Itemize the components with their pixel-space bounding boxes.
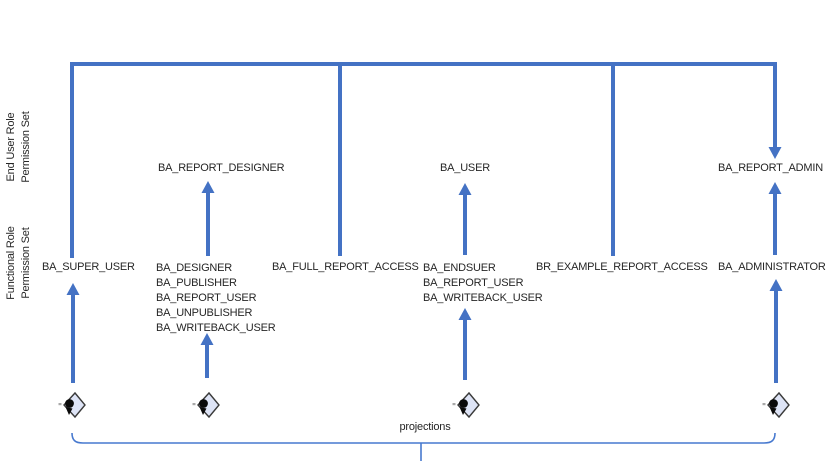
arrowhead-up-report-designer (201, 181, 215, 193)
arrowhead-down-report-admin (768, 147, 782, 159)
arrowheads (66, 147, 783, 345)
arrowhead-up-report-admin-mid (768, 182, 782, 194)
projections-label: projections (399, 421, 451, 433)
role-label: BA_WRITEBACK_USER (423, 292, 543, 304)
role-label-administrator: BA_ADMINISTRATOR (718, 261, 826, 273)
axis-label-end-user-role: End User Role Permission Set (5, 111, 32, 183)
arrowhead-up-user (458, 183, 472, 195)
arrowhead-up-designer-group (200, 333, 214, 345)
role-label: BA_ENDSUER (423, 262, 496, 274)
projection-node-icon (761, 392, 790, 418)
role-label-example-report-access: BR_EXAMPLE_REPORT_ACCESS (536, 261, 708, 273)
role-label-user: BA_USER (440, 162, 490, 174)
role-label-full-report-access: BA_FULL_REPORT_ACCESS (272, 261, 419, 273)
role-label: BA_REPORT_USER (423, 277, 524, 289)
arrowhead-up-administrator (769, 279, 783, 291)
projection-node-icon (191, 392, 220, 418)
role-label-report-admin: BA_REPORT_ADMIN (718, 162, 823, 174)
role-label: BA_WRITEBACK_USER (156, 322, 276, 334)
role-label-super-user: BA_SUPER_USER (42, 261, 135, 273)
axis-label-functional-role: Functional Role Permission Set (5, 226, 32, 300)
role-label: BA_DESIGNER (156, 262, 233, 274)
arrowhead-up-endsuer-group (458, 308, 472, 320)
functional-role-group-endsuer: BA_ENDSUER BA_REPORT_USER BA_WRITEBACK_U… (423, 261, 543, 306)
projections-brace (71, 432, 776, 461)
arrowhead-up-super-user (66, 283, 80, 295)
role-label: BA_PUBLISHER (156, 277, 237, 289)
projection-node-icon (451, 392, 480, 418)
role-label-report-designer: BA_REPORT_DESIGNER (158, 162, 285, 174)
role-label: BA_REPORT_USER (156, 292, 257, 304)
functional-role-group-designer: BA_DESIGNER BA_PUBLISHER BA_REPORT_USER … (156, 261, 276, 336)
brace-span-line (71, 432, 776, 444)
projection-node-icon (57, 392, 86, 418)
assignment-lines (70, 62, 778, 383)
role-label: BA_UNPUBLISHER (156, 307, 253, 319)
